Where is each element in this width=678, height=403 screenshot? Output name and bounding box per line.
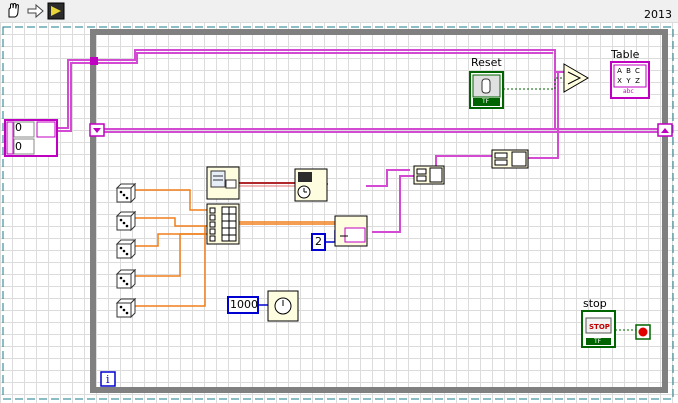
array-element-value[interactable]: 0 bbox=[15, 140, 22, 153]
precision-constant bbox=[311, 233, 326, 251]
format-datetime-node bbox=[294, 168, 328, 202]
version-label: 2013 bbox=[644, 8, 672, 21]
build-2d-array-node bbox=[491, 149, 529, 169]
wait-constant bbox=[227, 296, 259, 314]
table-type-text: abc bbox=[623, 88, 634, 95]
precision-wire bbox=[325, 230, 336, 243]
reset-wire bbox=[503, 77, 564, 90]
iteration-label: i bbox=[106, 373, 110, 386]
stop-tf-text: TF bbox=[594, 338, 602, 345]
run-arrow-icon[interactable] bbox=[47, 2, 66, 20]
reset-label: Reset bbox=[471, 56, 502, 69]
while-loop-border bbox=[90, 29, 668, 393]
wait-constant-value[interactable]: 1000 bbox=[230, 298, 258, 311]
diagram-toolbar: 2013 bbox=[0, 0, 678, 22]
arrow-icon[interactable] bbox=[26, 2, 45, 20]
build-string-array-node bbox=[413, 165, 445, 185]
wait-node bbox=[267, 290, 299, 322]
table-cell: B bbox=[626, 67, 631, 75]
random-number-icons bbox=[115, 182, 137, 319]
loop-condition-terminal bbox=[635, 324, 651, 340]
array-index-value[interactable]: 0 bbox=[15, 121, 22, 134]
build-array-node bbox=[206, 203, 240, 245]
table-label: Table bbox=[611, 48, 640, 61]
shift-register-top bbox=[90, 57, 98, 65]
diagram-canvas bbox=[2, 26, 674, 400]
precision-constant-value[interactable]: 2 bbox=[315, 235, 322, 248]
reset-control bbox=[469, 71, 504, 109]
table-cell: C bbox=[635, 67, 640, 75]
table-indicator bbox=[610, 61, 650, 99]
reset-tf-text: TF bbox=[482, 98, 490, 105]
number-to-string-node bbox=[334, 215, 368, 247]
double-wires bbox=[135, 189, 335, 307]
hand-icon[interactable] bbox=[4, 2, 23, 20]
table-cell: A bbox=[617, 67, 622, 75]
stop-label: stop bbox=[583, 297, 607, 310]
table-cell: Z bbox=[635, 77, 640, 85]
iteration-terminal bbox=[100, 371, 116, 387]
timestamp-wire bbox=[239, 182, 295, 187]
table-cell: Y bbox=[626, 77, 631, 85]
stop-button-text[interactable]: STOP bbox=[589, 323, 610, 331]
stop-control bbox=[581, 310, 616, 348]
table-cell: X bbox=[617, 77, 622, 85]
get-datetime-node bbox=[206, 166, 240, 200]
select-node bbox=[563, 63, 589, 93]
diagram-frame bbox=[2, 26, 674, 400]
